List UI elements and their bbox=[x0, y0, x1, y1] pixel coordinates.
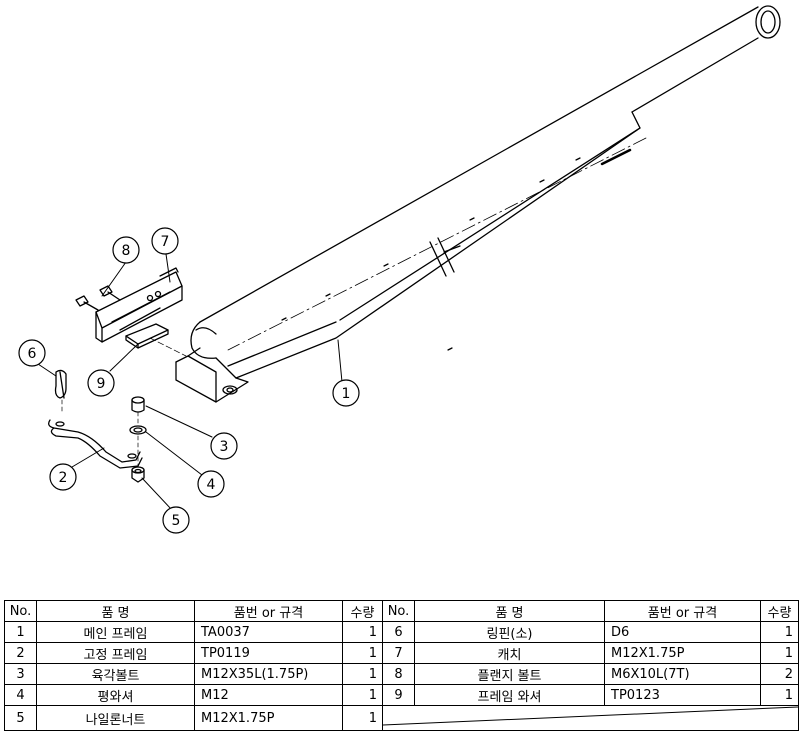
header-name: 품 명 bbox=[414, 600, 605, 622]
svg-text:2: 2 bbox=[59, 470, 68, 486]
empty-cell bbox=[382, 705, 799, 731]
cell-no: 6 bbox=[382, 621, 415, 643]
svg-text:5: 5 bbox=[172, 513, 181, 529]
cell-qty: 1 bbox=[342, 684, 383, 706]
cell-no: 7 bbox=[382, 642, 415, 664]
cell-no: 4 bbox=[4, 684, 37, 706]
callout-6: 6 bbox=[18, 339, 46, 367]
cell-qty: 1 bbox=[760, 684, 799, 706]
cell-name: 평와셔 bbox=[36, 684, 195, 706]
callout-3: 3 bbox=[210, 432, 238, 460]
cell-name: 메인 프레임 bbox=[36, 621, 195, 643]
cell-no: 1 bbox=[4, 621, 37, 643]
callout-5: 5 bbox=[162, 506, 190, 534]
leader-lines bbox=[37, 253, 343, 511]
diagonal-strike bbox=[383, 706, 798, 726]
cell-name: 링핀(소) bbox=[414, 621, 605, 643]
cell-name: 나일론너트 bbox=[36, 705, 195, 731]
cell-no: 3 bbox=[4, 663, 37, 685]
cell-no: 8 bbox=[382, 663, 415, 685]
header-qty: 수량 bbox=[342, 600, 383, 622]
cell-spec: M12 bbox=[194, 684, 343, 706]
svg-text:1: 1 bbox=[342, 386, 351, 402]
table-row: 2 고정 프레임 TP0119 1 7 캐치 M12X1.75P 1 bbox=[4, 642, 799, 664]
cell-qty: 1 bbox=[342, 621, 383, 643]
callout-1: 1 bbox=[332, 379, 360, 407]
flange-bolt-part bbox=[75, 285, 121, 311]
cell-spec: TP0119 bbox=[194, 642, 343, 664]
header-no: No. bbox=[382, 600, 415, 622]
header-spec: 품번 or 규격 bbox=[194, 600, 343, 622]
cell-qty: 1 bbox=[760, 621, 799, 643]
callout-7: 7 bbox=[151, 227, 179, 255]
cell-name: 프레임 와셔 bbox=[414, 684, 605, 706]
cell-no: 5 bbox=[4, 705, 37, 731]
svg-text:4: 4 bbox=[207, 477, 216, 493]
cell-qty: 1 bbox=[342, 663, 383, 685]
callout-8: 8 bbox=[112, 236, 140, 264]
cell-no: 2 bbox=[4, 642, 37, 664]
callout-9: 9 bbox=[87, 369, 115, 397]
table-row: 5 나일론너트 M12X1.75P 1 bbox=[4, 705, 799, 731]
main-frame-part bbox=[175, 5, 781, 403]
svg-text:8: 8 bbox=[122, 243, 131, 259]
cell-name: 캐치 bbox=[414, 642, 605, 664]
fixing-frame-part bbox=[48, 419, 143, 469]
cell-spec: M12X1.75P bbox=[604, 642, 761, 664]
svg-text:9: 9 bbox=[97, 376, 106, 392]
table-row: 1 메인 프레임 TA0037 1 6 링핀(소) D6 1 bbox=[4, 621, 799, 643]
flat-washer-part bbox=[129, 425, 147, 435]
ring-pin-part bbox=[54, 369, 67, 399]
cell-name: 고정 프레임 bbox=[36, 642, 195, 664]
cell-name: 육각볼트 bbox=[36, 663, 195, 685]
cell-spec: M12X1.75P bbox=[194, 705, 343, 731]
cell-spec: TA0037 bbox=[194, 621, 343, 643]
cell-spec: TP0123 bbox=[604, 684, 761, 706]
svg-text:6: 6 bbox=[28, 346, 37, 362]
exploded-assembly-drawing: 1 2 3 4 5 6 7 8 9 bbox=[18, 5, 781, 534]
parts-list-table: No. 품 명 품번 or 규격 수량 No. 품 명 품번 or 규격 수량 … bbox=[4, 600, 799, 731]
cell-qty: 2 bbox=[760, 663, 799, 685]
header-no: No. bbox=[4, 600, 37, 622]
svg-text:3: 3 bbox=[220, 439, 229, 455]
header-spec: 품번 or 규격 bbox=[604, 600, 761, 622]
frame-washer-part bbox=[125, 323, 169, 349]
table-row: 3 육각볼트 M12X35L(1.75P) 1 8 플랜지 볼트 M6X10L(… bbox=[4, 663, 799, 685]
header-qty: 수량 bbox=[760, 600, 799, 622]
cell-qty: 1 bbox=[760, 642, 799, 664]
catch-part bbox=[95, 267, 183, 343]
cell-name: 플랜지 볼트 bbox=[414, 663, 605, 685]
callout-4: 4 bbox=[197, 470, 225, 498]
table-row: 4 평와셔 M12 1 9 프레임 와셔 TP0123 1 bbox=[4, 684, 799, 706]
callout-2: 2 bbox=[49, 463, 77, 491]
cell-spec: D6 bbox=[604, 621, 761, 643]
svg-text:7: 7 bbox=[161, 234, 170, 250]
cell-spec: M12X35L(1.75P) bbox=[194, 663, 343, 685]
cell-spec: M6X10L(7T) bbox=[604, 663, 761, 685]
cell-qty: 1 bbox=[342, 705, 383, 731]
header-name: 품 명 bbox=[36, 600, 195, 622]
hex-bolt-part bbox=[131, 396, 145, 413]
table-header-row: No. 품 명 품번 or 규격 수량 No. 품 명 품번 or 규격 수량 bbox=[4, 600, 799, 622]
cell-no: 9 bbox=[382, 684, 415, 706]
cell-qty: 1 bbox=[342, 642, 383, 664]
nylon-nut-part bbox=[131, 466, 145, 483]
